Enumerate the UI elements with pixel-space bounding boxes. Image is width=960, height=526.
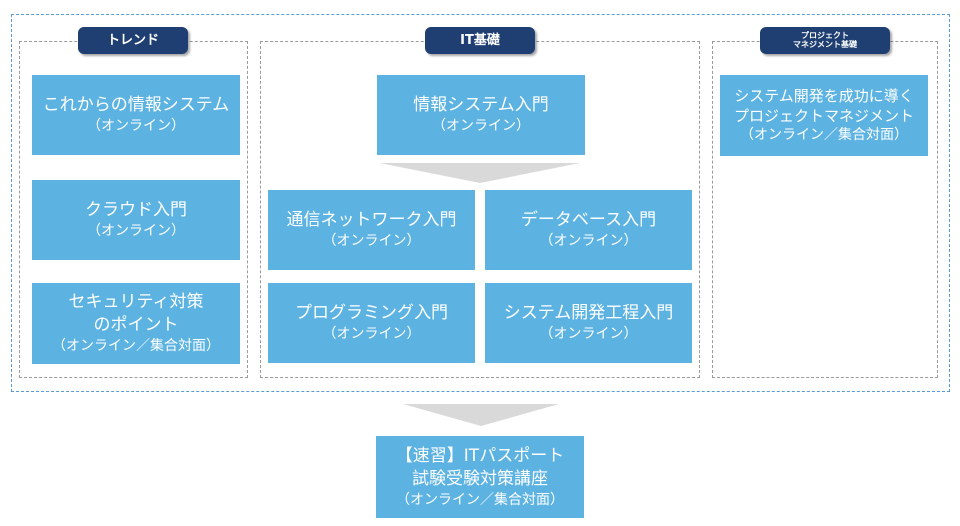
tab-pm-basics-label-line2: マネジメント基礎	[793, 39, 857, 49]
course-title: クラウド入門	[85, 200, 187, 220]
course-mode: （オンライン／集合対面）	[52, 338, 220, 354]
arrow-down-final	[403, 404, 559, 426]
course-box-programming-intro[interactable]: プログラミング入門 （オンライン）	[268, 283, 475, 363]
tab-pm-basics-label-line1: プロジェクト	[801, 31, 849, 41]
course-box-dev-process-intro[interactable]: システム開発工程入門 （オンライン）	[485, 283, 692, 363]
course-mode: （オンライン／集合対面）	[740, 127, 908, 143]
course-box-network-intro[interactable]: 通信ネットワーク入門 （オンライン）	[268, 190, 475, 270]
course-mode: （オンライン）	[539, 326, 638, 342]
tab-pm-basics: プロジェクト マネジメント基礎	[760, 27, 890, 54]
course-title: これからの情報システム	[42, 95, 230, 115]
course-mode: （オンライン）	[322, 326, 421, 342]
course-box-security-points[interactable]: セキュリティ対策 のポイント （オンライン／集合対面）	[32, 283, 240, 364]
course-box-cloud-intro[interactable]: クラウド入門 （オンライン）	[32, 180, 240, 260]
course-title-line1: 【速習】ITパスポート	[395, 445, 565, 466]
tab-trend-label: トレンド	[106, 32, 159, 48]
course-title-line2: プロジェクトマネジメント	[733, 107, 914, 125]
tab-trend: トレンド	[78, 27, 188, 54]
course-box-information-system-intro[interactable]: 情報システム入門 （オンライン）	[377, 75, 585, 155]
course-title-line2: 試験受験対策講座	[412, 468, 548, 489]
course-box-project-management[interactable]: システム開発を成功に導く プロジェクトマネジメント （オンライン／集合対面）	[720, 75, 928, 156]
tab-it-basics: IT基礎	[425, 27, 535, 54]
course-mode: （オンライン／集合対面）	[396, 491, 564, 508]
course-title: システム開発工程入門	[503, 303, 674, 323]
course-title: 通信ネットワーク入門	[286, 210, 457, 230]
course-title: データベース入門	[520, 210, 657, 230]
course-mode: （オンライン）	[432, 118, 530, 134]
tab-it-basics-label: IT基礎	[460, 32, 500, 48]
course-title-line2: のポイント	[93, 315, 179, 335]
course-mode: （オンライン）	[539, 233, 638, 249]
course-box-it-passport[interactable]: 【速習】ITパスポート 試験受験対策講座 （オンライン／集合対面）	[376, 436, 584, 518]
course-mode: （オンライン）	[322, 233, 421, 249]
course-box-database-intro[interactable]: データベース入門 （オンライン）	[485, 190, 692, 270]
course-map-frame	[11, 14, 950, 392]
course-mode: （オンライン）	[87, 118, 185, 134]
course-title-line1: システム開発を成功に導く	[734, 87, 914, 105]
course-title: 情報システム入門	[413, 95, 549, 115]
course-title-line1: セキュリティ対策	[68, 292, 204, 312]
course-mode: （オンライン）	[87, 223, 185, 239]
course-title: プログラミング入門	[295, 303, 448, 323]
course-box-information-system-future[interactable]: これからの情報システム （オンライン）	[32, 75, 240, 155]
arrow-down-it-basics	[380, 163, 580, 183]
